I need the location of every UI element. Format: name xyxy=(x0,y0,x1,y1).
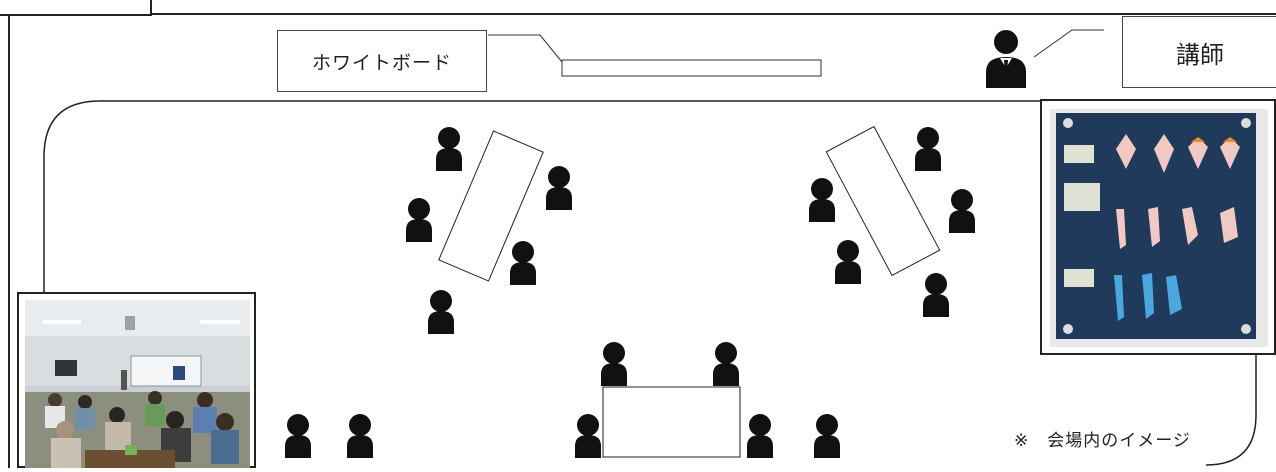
attendee-icon xyxy=(406,198,432,242)
lecturer-label: 講師 xyxy=(1122,16,1276,88)
seating-area-outline xyxy=(43,100,1257,466)
attendee-icon xyxy=(809,178,835,222)
attendee-icon xyxy=(923,273,949,317)
attendee-icon xyxy=(601,342,627,386)
origami-board-photo xyxy=(1040,99,1276,355)
attendee-icon xyxy=(915,127,941,171)
attendee-icon xyxy=(347,414,373,458)
attendee-icon xyxy=(814,414,840,458)
attendee-icon xyxy=(546,166,572,210)
lecturer-icon xyxy=(986,30,1026,88)
attendee-icon xyxy=(575,414,601,458)
attendee-icon xyxy=(835,240,861,284)
whiteboard xyxy=(561,59,822,77)
whiteboard-callout-line xyxy=(488,34,563,63)
table-right xyxy=(825,125,941,277)
lecturer-callout-line xyxy=(1033,29,1104,58)
attendee-icon xyxy=(747,414,773,458)
section-tag xyxy=(0,0,152,16)
image-note: ※ 会場内のイメージ xyxy=(1014,431,1191,451)
attendee-icon xyxy=(510,241,536,285)
attendee-icon xyxy=(713,342,739,386)
attendee-icon xyxy=(285,414,311,458)
table-center xyxy=(602,386,741,458)
attendee-icon xyxy=(436,127,462,171)
origami-board-image xyxy=(1050,109,1268,347)
classroom-photo-image xyxy=(25,300,250,468)
whiteboard-label: ホワイトボード xyxy=(277,30,487,92)
classroom-photo xyxy=(17,292,256,468)
attendee-icon xyxy=(949,189,975,233)
table-left xyxy=(438,130,544,282)
attendee-icon xyxy=(428,290,454,334)
